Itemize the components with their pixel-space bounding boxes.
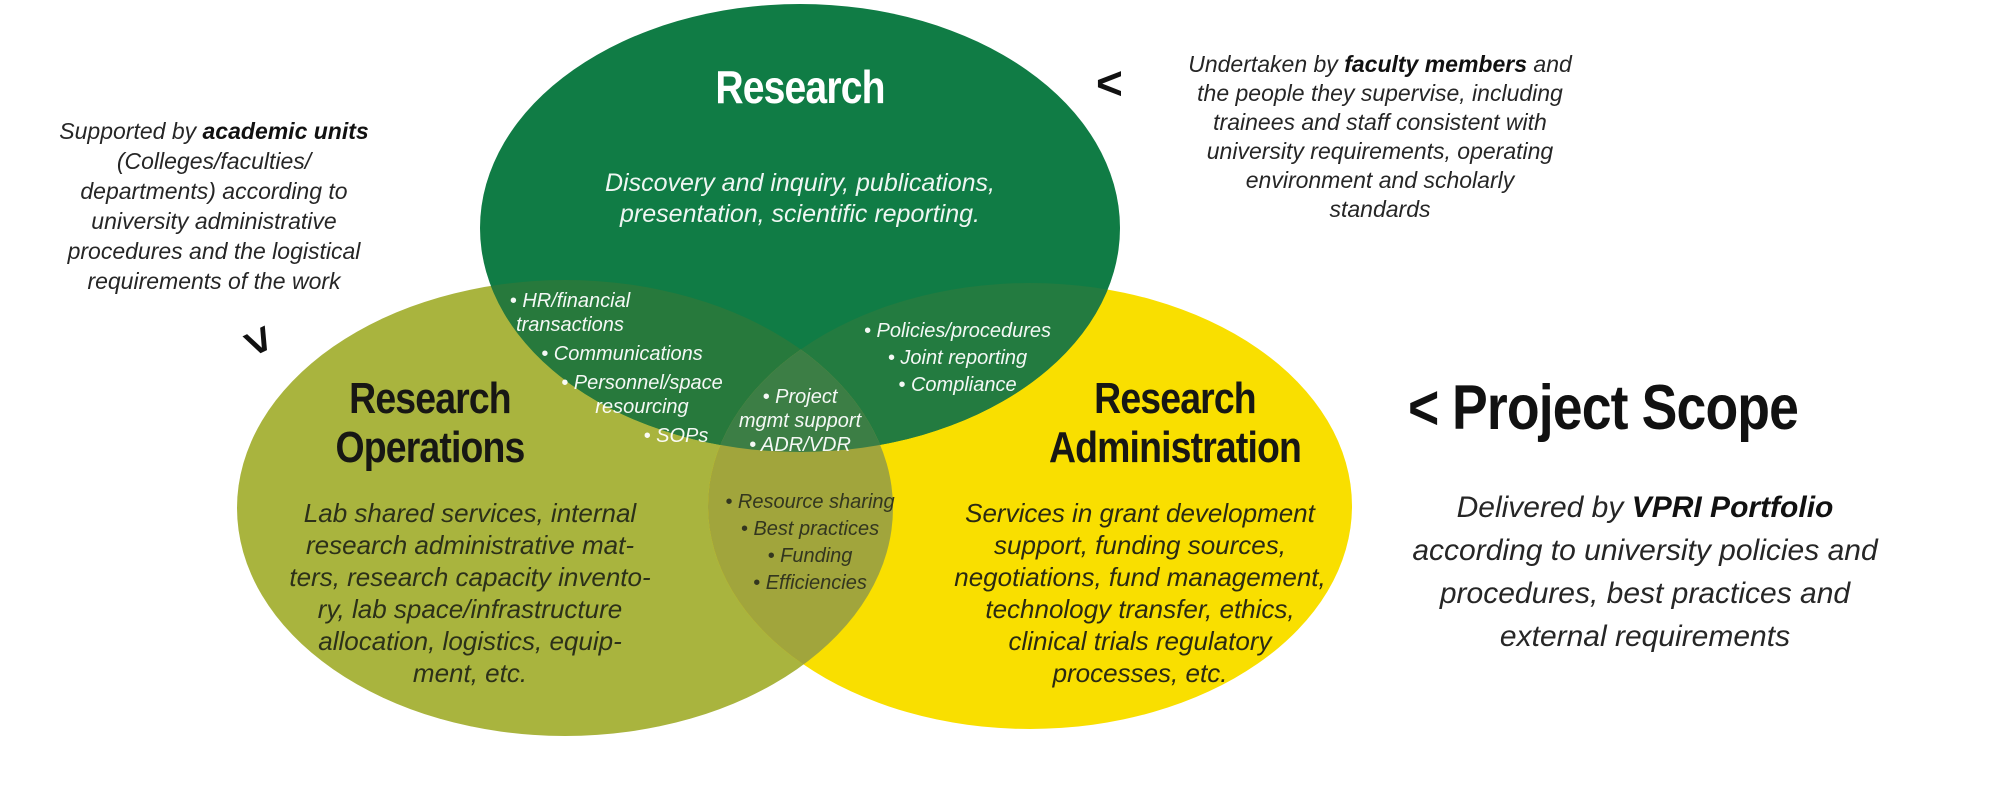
chevron-left-icon: < <box>1096 57 1123 109</box>
research-circle-title: Research <box>715 61 885 113</box>
annotation-text: Delivered by <box>1456 491 1632 524</box>
academic-units-annotation: Supported by academic units (Colleges/fa… <box>28 116 400 296</box>
research-operations-overlap-shape <box>480 280 893 452</box>
annotation-text: Supported by <box>59 118 203 144</box>
list-item: • SOPs <box>643 425 709 447</box>
annotation-text: and the people they supervise, including… <box>1197 51 1572 222</box>
research-administration-overlap-shape <box>708 283 1120 452</box>
list-item: • Personnel/space resourcing <box>561 372 723 418</box>
operations-circle-description: Lab shared services, internal research a… <box>289 498 651 688</box>
project-scope-title: Project Scope <box>1452 373 1799 443</box>
administration-circle-title: Research Administration <box>1049 374 1302 472</box>
annotation-bold-text: academic units <box>202 118 369 144</box>
list-item: • Funding <box>767 545 853 567</box>
list-item: • Efficiencies <box>753 572 867 594</box>
overlap-all-three-list: • Project mgmt support• ADR/VDR <box>700 385 900 457</box>
operations-circle-title: Research Operations <box>335 374 526 472</box>
list-item: • Resource sharing <box>725 491 895 513</box>
list-item: • HR/financial transactions <box>509 290 631 336</box>
administration-circle-description: Services in grant development support, f… <box>954 498 1326 688</box>
overlap-research-operations-list: • HR/financial transactions • Communicati… <box>470 289 723 453</box>
annotation-bold-text: VPRI Portfolio <box>1631 491 1834 524</box>
list-item: • Project mgmt support <box>738 386 862 432</box>
list-item: • Communications <box>541 343 703 365</box>
list-item: • Compliance <box>898 374 1017 396</box>
overlap-research-administration-list: • Policies/procedures • Joint reporting • … <box>845 318 1070 399</box>
list-item: • Policies/procedures <box>863 320 1052 342</box>
research-circle-description: Discovery and inquiry, publications, pre… <box>604 169 995 228</box>
chevron-left-icon: < <box>1408 373 1439 443</box>
annotation-bold-text: faculty members <box>1344 51 1528 77</box>
list-item: • ADR/VDR <box>749 434 851 456</box>
overlap-operations-administration-list: • Resource sharing • Best practices • Fund… <box>700 489 920 597</box>
faculty-members-annotation: Undertaken by faculty members and the pe… <box>1150 50 1610 224</box>
project-scope-description: Delivered by VPRI Portfolio according to… <box>1390 486 1900 658</box>
list-item: • Joint reporting <box>887 347 1028 369</box>
annotation-text: according to university policies and pro… <box>1412 534 1878 653</box>
list-item: • Best practices <box>740 518 880 540</box>
project-scope-heading: <Project Scope <box>1408 372 1799 444</box>
annotation-text: (Colleges/faculties/ departments) accord… <box>67 148 361 294</box>
annotation-text: Undertaken by <box>1188 51 1345 77</box>
